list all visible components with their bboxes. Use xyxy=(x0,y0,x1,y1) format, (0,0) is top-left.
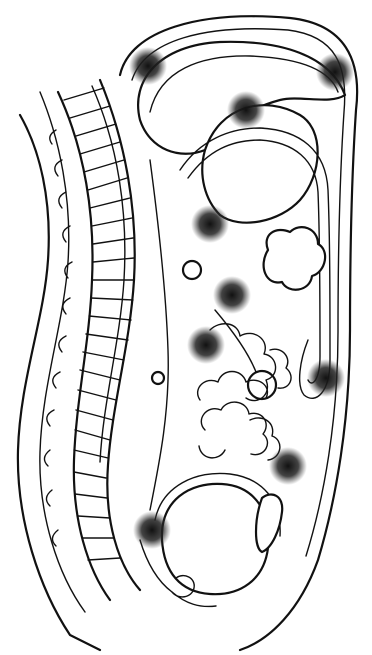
lobed-organ xyxy=(264,227,326,290)
peritoneal-line xyxy=(150,160,168,510)
small-node-1 xyxy=(183,261,201,279)
highlight-spot-8 xyxy=(269,447,307,485)
highlight-spot-3 xyxy=(227,91,265,129)
highlight-spot-5 xyxy=(213,276,251,314)
highlight-spot-1 xyxy=(129,47,167,85)
highlight-spot-4 xyxy=(191,205,229,243)
small-node-3 xyxy=(152,372,164,384)
small-node-2 xyxy=(248,371,276,399)
highlight-spot-2 xyxy=(316,53,354,91)
vertebral-column xyxy=(44,80,140,600)
highlight-spot-9 xyxy=(133,511,171,549)
pelvic-organ xyxy=(162,484,269,594)
pubic-bone xyxy=(256,494,282,552)
highlight-spot-7 xyxy=(307,359,345,397)
highlight-spot-6 xyxy=(187,326,225,364)
